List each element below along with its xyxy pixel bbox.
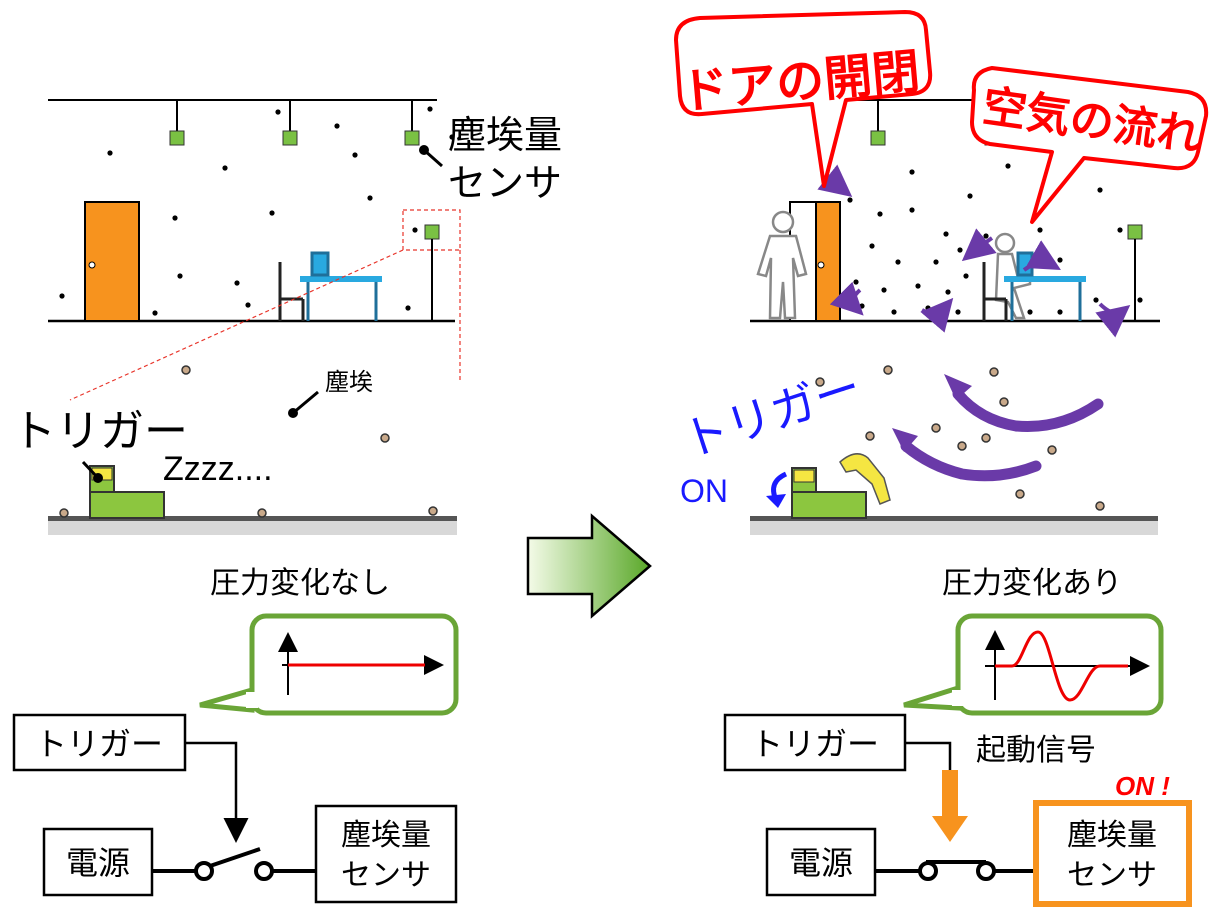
dust-label: 塵埃 — [325, 368, 373, 396]
desk-and-chair — [278, 251, 382, 321]
ceiling-sensor — [169, 100, 185, 146]
ceiling-sensor — [870, 100, 886, 146]
left-room: 塵埃量 センサ — [48, 99, 562, 323]
start-signal-label: 起動信号 — [976, 733, 1096, 768]
left-circuit: 圧力変化なし トリガー 電源 塵埃量 センサ — [12, 566, 459, 904]
flat-signal-icon — [199, 613, 459, 716]
person-walking — [756, 210, 808, 320]
pressure-caption: 圧力変化あり — [942, 566, 1122, 601]
right-arrow-icon — [526, 513, 652, 619]
sine-signal-icon — [903, 613, 1164, 716]
sensor-box: 塵埃量 — [341, 818, 431, 853]
sensor-box: センサ — [341, 858, 431, 893]
sleep-text: Zzzz.... — [163, 450, 273, 488]
power-box: 電源 — [789, 844, 853, 882]
dust-particles — [59, 106, 455, 316]
right-floor-closeup: トリガー ON — [676, 360, 1158, 535]
air-flow-arrows — [817, 164, 1131, 338]
power-box: 電源 — [66, 844, 130, 882]
closed-switch-icon — [875, 860, 1036, 881]
sensor-box: センサ — [1067, 858, 1157, 893]
ceiling-sensor — [282, 100, 298, 146]
speech-bubble-air: 空気の流れ — [970, 66, 1209, 224]
ceiling-sensor — [404, 100, 420, 146]
pressure-caption: 圧力変化なし — [210, 566, 390, 601]
dust-particles — [847, 163, 1143, 315]
sensor-label: センサ — [448, 161, 562, 205]
trigger-label: トリガー — [676, 360, 868, 468]
dust-particles — [59, 365, 438, 518]
trigger-box: トリガー — [751, 725, 879, 763]
flap-icon — [839, 453, 891, 505]
sensor-label: 塵埃量 — [448, 113, 562, 157]
standing-sensor — [424, 224, 440, 321]
air-flow-arrows — [900, 388, 1104, 482]
sensor-box: 塵埃量 — [1067, 818, 1157, 853]
trigger-pointer — [81, 460, 103, 483]
zoom-indicator — [69, 209, 461, 401]
door — [84, 201, 140, 322]
sensor-pointer — [419, 145, 443, 168]
trigger-on-label: ON — [680, 473, 728, 509]
standing-sensor — [1127, 224, 1143, 321]
trigger-box: トリガー — [35, 725, 163, 763]
dust-pointer — [288, 390, 319, 418]
speech-bubble-door: ドアの開閉 — [674, 10, 933, 188]
open-switch-icon — [152, 847, 316, 881]
dust-particles — [815, 365, 1105, 511]
on-badge: ON ! — [1115, 771, 1170, 801]
trigger-device — [89, 465, 165, 519]
trigger-label: トリガー — [12, 406, 188, 457]
trigger-device — [791, 467, 867, 519]
right-circuit: 圧力変化あり トリガー 起動信号 ON ! 電源 塵埃量 センサ — [723, 566, 1192, 907]
start-signal-arrow — [932, 770, 968, 842]
left-floor-closeup: 塵埃 トリガー Zzzz.... — [12, 365, 457, 535]
